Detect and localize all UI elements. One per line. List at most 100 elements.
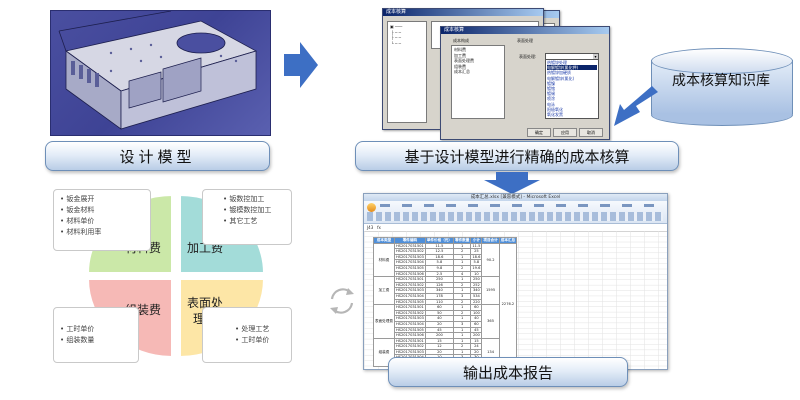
table-cell[interactable]: 1	[452, 287, 472, 294]
table-cell[interactable]: 19.6	[470, 265, 483, 272]
chevron-down-icon[interactable]: ▾	[593, 54, 598, 60]
table-cell[interactable]: 1	[452, 315, 472, 322]
group-total-cell[interactable]: 90.2	[481, 242, 500, 278]
cost-list-item[interactable]: 组装费	[454, 63, 466, 69]
table-cell[interactable]: 2	[452, 298, 472, 306]
group-total-cell[interactable]: 365	[481, 304, 500, 339]
note-line: • 钣金材料	[60, 206, 95, 214]
dropdown-item[interactable]: 电解镀锌(氯化)	[547, 75, 575, 81]
dropdown-item[interactable]: 氧化发黑	[547, 112, 563, 118]
table-cell[interactable]: 252	[470, 281, 483, 289]
table-cell[interactable]: 24	[470, 343, 483, 350]
table-cell[interactable]: 2	[452, 309, 472, 317]
cost-list-item[interactable]: 材料费	[454, 47, 466, 52]
table-cell[interactable]: 1	[452, 337, 472, 345]
table-cell[interactable]: HS2017031503	[393, 253, 426, 261]
table-cell[interactable]: HS2017031502	[393, 281, 426, 289]
table-cell[interactable]: HS2017031504	[393, 259, 426, 266]
table-cell[interactable]: HS2017031505	[393, 298, 426, 306]
table-cell[interactable]: 5.8	[470, 259, 483, 266]
dropdown-item[interactable]: 热镀锌处理	[547, 60, 567, 65]
table-cell[interactable]: HS2017031501	[393, 304, 426, 311]
table-cell[interactable]: 2	[452, 265, 472, 272]
table-cell[interactable]: 10	[470, 270, 483, 278]
apply-button[interactable]: 应用	[553, 128, 577, 137]
table-cell[interactable]: HS2017031501	[393, 276, 426, 283]
dropdown-item[interactable]: 热镀锌加硬质	[547, 70, 571, 76]
table-header-cell[interactable]: 零件数量	[452, 237, 472, 244]
dropdown-item[interactable]: 电解镀锌(氯化钾)	[547, 65, 597, 71]
dialog-front: 成本核算 成本构成 材料费 加工费 表面处理费 组装费 成本汇总 表面处理 表面…	[440, 26, 610, 140]
ok-button[interactable]: 确定	[527, 128, 551, 137]
surface-field-label: 表面处理:	[519, 54, 537, 59]
cost-type-cell[interactable]: 加工费	[373, 276, 395, 306]
cost-list-item[interactable]: 表面处理费	[454, 58, 474, 63]
dropdown-item[interactable]: 喷涂	[547, 96, 555, 102]
cost-list-item[interactable]: 成本汇总	[454, 69, 470, 74]
table-cell[interactable]: HS2017031502	[393, 343, 426, 350]
dropdown-item[interactable]: 镀镍	[547, 80, 555, 86]
table-cell[interactable]: 534	[470, 292, 483, 300]
table-cell[interactable]: 3	[452, 292, 472, 300]
dropdown-item[interactable]: 电泳	[547, 101, 555, 107]
table-cell[interactable]: 1	[452, 276, 472, 283]
table-cell[interactable]: 100	[470, 309, 483, 317]
grand-total-cell[interactable]: 2276.2	[498, 242, 518, 367]
table-cell[interactable]: HS2017031505	[393, 265, 426, 272]
dropdown-item[interactable]: 阳极氧化	[547, 106, 563, 112]
table-cell[interactable]: HS2017031502	[393, 248, 426, 255]
table-cell[interactable]: 220	[470, 298, 483, 306]
table-cell[interactable]: 1	[452, 332, 472, 339]
table-cell[interactable]: HS2017031506	[393, 270, 426, 278]
table-cell[interactable]: HS2017031503	[393, 315, 426, 322]
table-header-cell[interactable]: 成本汇总	[498, 237, 518, 244]
table-cell[interactable]: HS2017031506	[393, 332, 426, 339]
cancel-button[interactable]: 取消	[579, 128, 603, 137]
cost-list: 材料费 加工费 表面处理费 组装费 成本汇总	[451, 45, 505, 119]
output-report-label: 输出成本报告	[388, 357, 628, 387]
table-cell[interactable]: 1	[452, 259, 472, 266]
table-cell[interactable]: 200	[470, 332, 483, 339]
table-cell[interactable]: HS2017031504	[393, 320, 426, 328]
arrow-left-down-icon	[614, 86, 658, 126]
cost-type-cell[interactable]: 材料费	[373, 242, 395, 278]
table-cell[interactable]: HS2017031503	[393, 287, 426, 294]
excel-office-button[interactable]	[367, 203, 376, 212]
table-cell[interactable]: HS2017031504	[393, 292, 426, 300]
note-line: • 材料利用率	[60, 228, 102, 236]
table-cell[interactable]: 11.5	[470, 242, 483, 250]
table-header-cell[interactable]: 项目合计	[481, 237, 500, 244]
table-cell[interactable]: 1	[452, 253, 472, 261]
table-cell[interactable]: HS2017031502	[393, 309, 426, 317]
table-cell[interactable]: 2	[452, 343, 472, 350]
dropdown-item[interactable]: 镀锡	[547, 91, 555, 97]
cost-type-cell[interactable]: 表面处理费	[373, 304, 395, 339]
table-cell[interactable]: 3	[452, 320, 472, 328]
cost-list-item[interactable]: 加工费	[454, 52, 466, 58]
table-cell[interactable]: 18.6	[470, 253, 483, 261]
dropdown-item[interactable]: 镀铬	[547, 86, 555, 92]
table-cell[interactable]: 60	[470, 320, 483, 328]
note-line: • 处理工艺	[235, 325, 270, 333]
table-cell[interactable]: 340	[470, 287, 483, 294]
table-header-cell[interactable]: 单件价格（元）	[424, 237, 454, 244]
table-cell[interactable]: 1	[452, 304, 472, 311]
table-cell[interactable]: 45	[470, 326, 483, 334]
table-cell[interactable]: HS2017031505	[393, 326, 426, 334]
table-cell[interactable]: 1	[452, 326, 472, 334]
table-cell[interactable]: 40	[470, 315, 483, 322]
cell-reference[interactable]: J43	[367, 225, 374, 230]
table-cell[interactable]: HS2017031501	[393, 242, 426, 250]
table-cell[interactable]: 4	[452, 270, 472, 278]
table-cell[interactable]: HS2017031503	[393, 348, 426, 356]
excel-ribbon	[364, 201, 667, 224]
accurate-costing-text: 基于设计模型进行精确的成本核算	[404, 147, 630, 166]
group-total-cell[interactable]: 1595	[481, 276, 500, 306]
surface-dropdown-list[interactable]: 热镀锌处理 电解镀锌(氯化钾) 热镀锌加硬质 电解镀锌(氯化) 镀镍 镀铬 镀锡…	[545, 59, 599, 119]
table-cell[interactable]: 2	[452, 281, 472, 289]
table-cell[interactable]: 20	[470, 348, 483, 356]
table-cell[interactable]: HS2017031501	[393, 337, 426, 345]
table-cell[interactable]: 1	[452, 348, 472, 356]
